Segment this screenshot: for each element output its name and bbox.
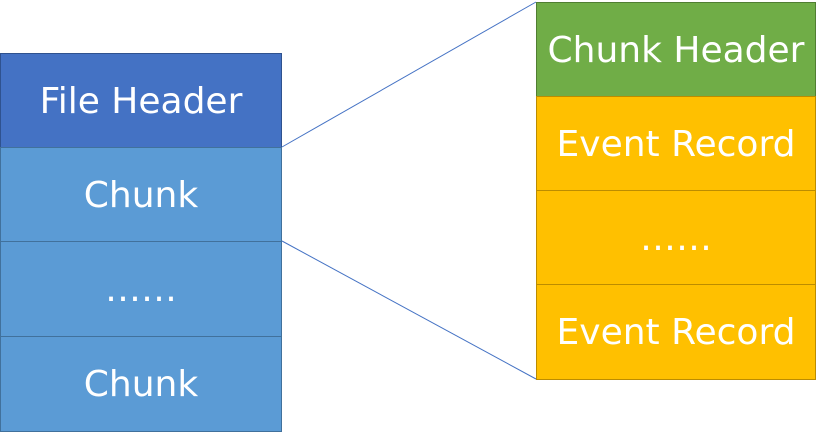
chunk-block-last: Chunk	[0, 336, 282, 432]
chunk-label-last: Chunk	[83, 363, 199, 405]
event-record-block-last: Event Record	[536, 284, 816, 380]
file-header-label: File Header	[39, 80, 243, 122]
event-record-block-first: Event Record	[536, 96, 816, 192]
chunk-ellipsis-block: ……	[0, 241, 282, 337]
event-record-label-last: Event Record	[556, 311, 796, 353]
event-ellipsis-block: ……	[536, 190, 816, 286]
event-ellipsis-label: ……	[640, 217, 712, 259]
chunk-header-block: Chunk Header	[536, 2, 816, 98]
chunk-header-label: Chunk Header	[547, 29, 805, 71]
file-header-block: File Header	[0, 53, 282, 149]
chunk-label-first: Chunk	[83, 174, 199, 216]
chunk-block-first: Chunk	[0, 147, 282, 243]
connector-line-bottom	[281, 240, 537, 380]
connector-line-top	[281, 1, 537, 148]
event-record-label-first: Event Record	[556, 123, 796, 165]
chunk-ellipsis-label: ……	[105, 268, 177, 310]
